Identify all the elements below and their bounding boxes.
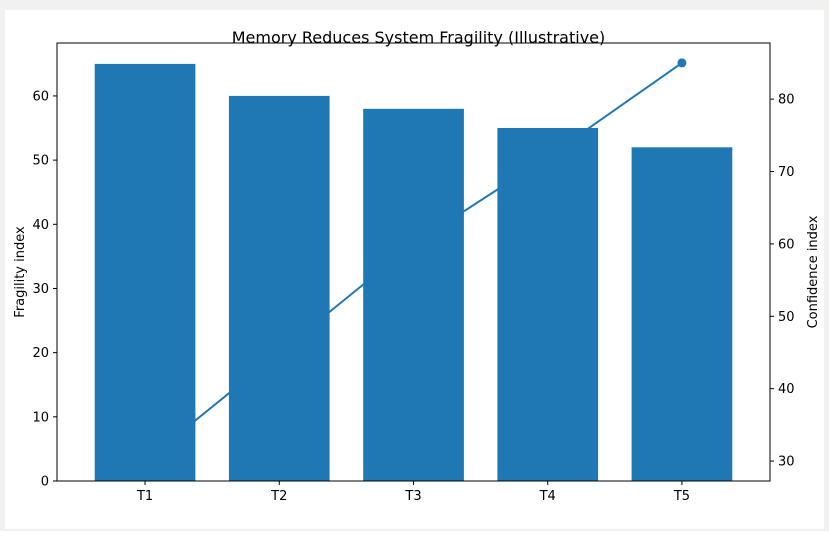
right-tick-label: 60 xyxy=(778,237,795,252)
x-tick-label: T1 xyxy=(136,489,153,504)
right-tick-label: 80 xyxy=(778,93,795,108)
left-tick-label: 0 xyxy=(41,475,49,490)
left-tick-label: 10 xyxy=(32,410,49,425)
bar-T5 xyxy=(631,147,733,482)
bar-T1 xyxy=(94,63,196,482)
left-tick-label: 30 xyxy=(32,282,49,297)
left-tick-label: 60 xyxy=(32,89,49,104)
page-margin-top xyxy=(0,0,829,10)
figure-canvas: Memory Reduces System Fragility (Illustr… xyxy=(5,10,824,529)
right-tick-label: 40 xyxy=(778,382,795,397)
page-margin-left xyxy=(0,0,5,531)
x-tick-label: T3 xyxy=(404,489,421,504)
left-tick-label: 20 xyxy=(32,346,49,361)
bar-T4 xyxy=(497,128,599,481)
left-tick-label: 40 xyxy=(32,218,49,233)
confidence-marker-T5 xyxy=(677,58,687,68)
right-tick-label: 30 xyxy=(778,455,795,470)
page-margin-bottom xyxy=(0,529,829,531)
x-tick-label: T5 xyxy=(673,489,690,504)
x-tick-label: T2 xyxy=(270,489,287,504)
x-tick-label: T4 xyxy=(539,489,556,504)
right-tick-label: 70 xyxy=(778,165,795,180)
page-margin-right xyxy=(824,0,829,531)
bar-T3 xyxy=(363,108,464,482)
bar-T2 xyxy=(228,95,330,482)
chart-title: Memory Reduces System Fragility (Illustr… xyxy=(231,28,606,47)
left-tick-label: 50 xyxy=(32,154,49,169)
right-tick-label: 50 xyxy=(778,310,795,325)
